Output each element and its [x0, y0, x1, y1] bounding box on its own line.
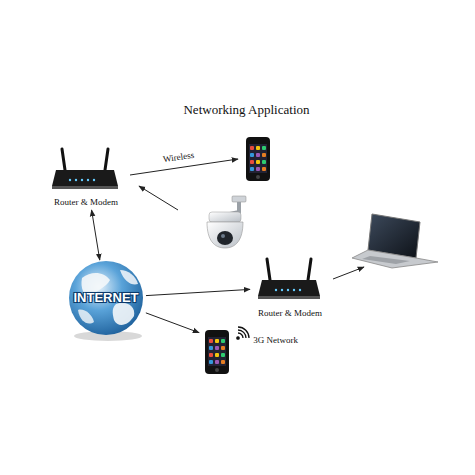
globe-label: INTERNET — [74, 290, 139, 305]
edge-label: Wireless — [161, 150, 195, 165]
connector-arrow — [92, 210, 100, 260]
connector-arrow — [146, 289, 250, 295]
camera-icon — [207, 196, 246, 248]
arrow-line — [130, 159, 364, 279]
node-label: Router & Modem — [54, 197, 118, 207]
globe-icon — [69, 261, 143, 341]
node-label: 3G Network — [253, 335, 298, 345]
globe-node: INTERNET — [68, 262, 144, 334]
router-node: Router & Modem — [252, 255, 328, 319]
phone-icon — [205, 330, 229, 374]
signal-symbol — [237, 327, 249, 339]
router-icon — [52, 149, 118, 189]
node-label: Router & Modem — [258, 308, 322, 318]
phone-icon — [246, 137, 270, 181]
router-icon — [258, 259, 320, 299]
connector-arrow — [146, 313, 199, 333]
laptop-icon — [352, 214, 438, 268]
phone-node: 3G Network — [201, 327, 301, 377]
router-node: Router & Modem — [48, 144, 124, 208]
title: Networking Application — [0, 102, 475, 118]
